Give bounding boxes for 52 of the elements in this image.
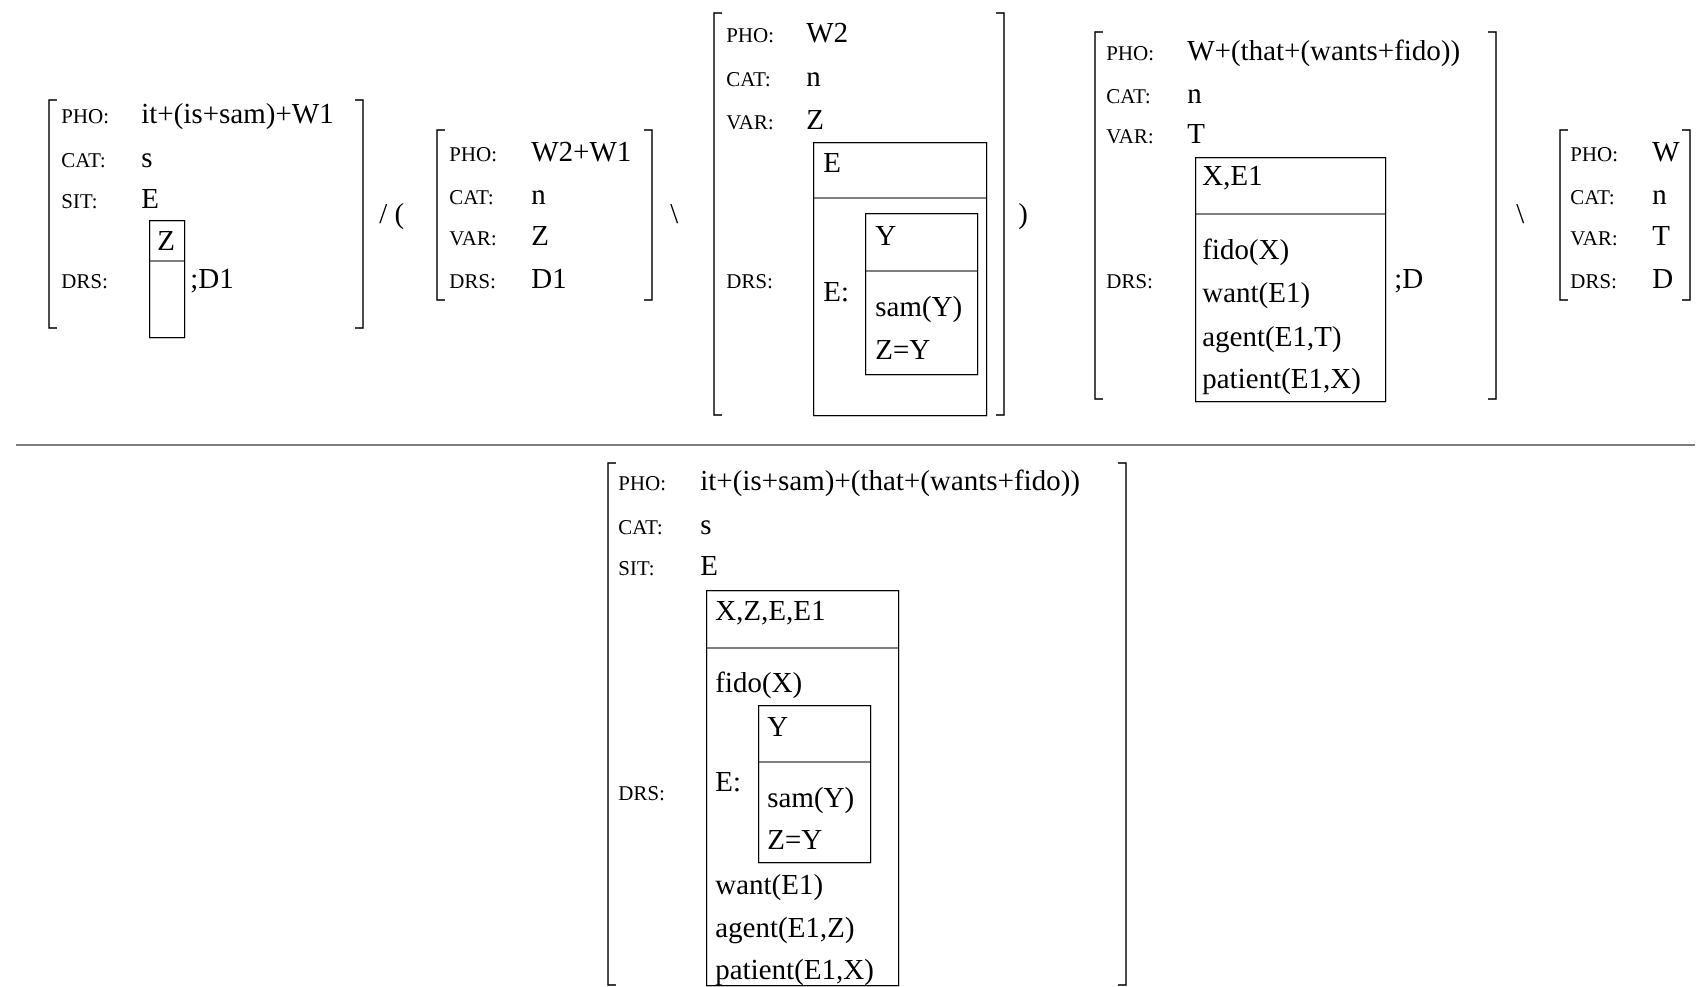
feature-name: VAR: [726, 115, 772, 130]
feature-name: PHO: [618, 476, 665, 491]
feature-name: DRS: [726, 274, 772, 289]
drs-box: Y sam(Y) Z=Y [864, 213, 979, 376]
feature-value: Z [807, 110, 823, 129]
feature-name: PHO: [726, 28, 773, 43]
feature-name: PHO: [61, 109, 108, 124]
feature-name: CAT: [62, 153, 104, 168]
feature-name: VAR: [449, 231, 495, 246]
feature-name: SIT: [619, 561, 653, 576]
feature-value: n [806, 72, 821, 86]
feature-value: W2 [806, 22, 847, 43]
feature-value: T [1187, 124, 1205, 143]
feature-value: D [1653, 269, 1672, 289]
feature-value: s [142, 153, 152, 168]
feature-name: VAR: [1570, 231, 1616, 246]
feature-value: n [531, 190, 546, 204]
feature-value: E [142, 189, 158, 208]
operator: ) [1019, 202, 1027, 230]
feature-name: DRS: [1570, 274, 1616, 289]
feature-name: PHO: [449, 147, 496, 162]
feature-name: DRS: [449, 274, 495, 289]
feature-name: VAR: [1106, 129, 1152, 144]
feature-name: PHO: [1570, 147, 1617, 162]
feature-value: T [1652, 226, 1670, 245]
feature-name: PHO: [1106, 46, 1153, 61]
feature-value: n [1187, 89, 1202, 103]
feature-name: CAT: [727, 72, 769, 87]
feature-value: W+(that+(wants+fido)) [1187, 39, 1459, 67]
operator: \ [1516, 203, 1525, 224]
drs-box: X,E1 fido(X) want(E1) agent(E1,T) patient(E1,X) [1194, 157, 1387, 403]
feature-value: it+(is+sam)+(that+(wants+fido)) [700, 469, 1079, 497]
feature-value: n [1652, 190, 1667, 204]
feature-value: Z [532, 226, 548, 245]
feature-name: DRS: [618, 786, 664, 801]
feature-name: DRS: [1106, 274, 1152, 289]
feature-name: SIT: [62, 194, 96, 209]
feature-value: W2+W1 [531, 141, 630, 162]
feature-name: CAT: [619, 520, 661, 535]
feature-value: it+(is+sam)+W1 [141, 102, 332, 130]
feature-value: s [701, 520, 711, 535]
feature-name: DRS: [61, 274, 107, 289]
feature-name: CAT: [1107, 89, 1149, 104]
feature-value: D1 [532, 268, 565, 289]
feature-value: W [1652, 142, 1680, 162]
operator: / ( [379, 202, 404, 230]
operator: \ [670, 203, 679, 224]
drs-box: Z [148, 220, 186, 339]
feature-value: E [701, 556, 717, 575]
drs-box: Y sam(Y) Z=Y [757, 705, 872, 864]
feature-name: CAT: [450, 190, 492, 205]
feature-name: CAT: [1571, 190, 1613, 205]
